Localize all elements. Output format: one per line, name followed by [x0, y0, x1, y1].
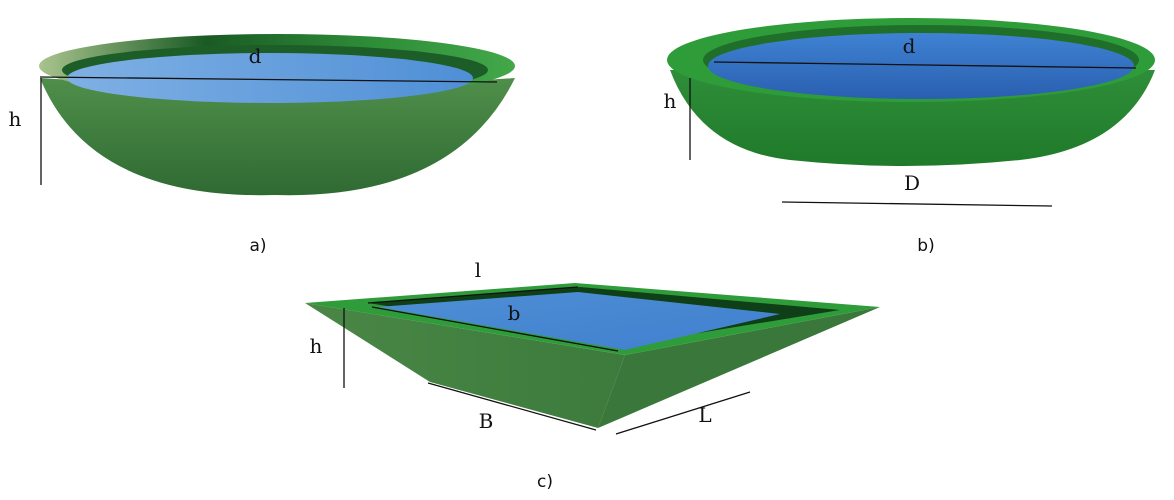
panel-c-top-width-line [371, 306, 619, 352]
panel-c-bottom-length-line [615, 391, 751, 435]
panel-c-top-length-label: l [475, 258, 481, 282]
panel-a-diameter-line [39, 76, 498, 83]
panel-c-right-face [598, 307, 880, 428]
panel-c-caption: c) [537, 472, 553, 492]
panel-a-height-label: h [9, 107, 22, 131]
panel-b-top-diameter-line [713, 61, 1137, 69]
panel-c-top-width-label: b [508, 301, 521, 325]
panel-c-water [378, 292, 780, 350]
panel-c-top-length-line [367, 286, 579, 304]
panel-c-bottom-length-label: L [698, 403, 711, 427]
panel-b-water [708, 33, 1134, 99]
panel-a-diameter-label: d [249, 44, 262, 68]
panel-b: d h D b) [664, 18, 1155, 256]
panel-c: l b h B L c) [305, 258, 880, 492]
panel-c-height-label: h [310, 334, 323, 358]
panel-b-bottom-diameter-line [781, 201, 1053, 207]
panel-b-bottom-diameter-label: D [904, 171, 920, 195]
panel-b-top-diameter-label: d [903, 34, 916, 58]
panel-a: d h a) [9, 34, 515, 256]
panel-b-height-label: h [664, 89, 677, 113]
panel-c-left-face [305, 303, 625, 428]
panel-b-caption: b) [917, 236, 934, 256]
panel-a-caption: a) [249, 236, 266, 256]
panel-a-bowl-body [40, 78, 515, 196]
panel-c-bottom-width-line [427, 382, 597, 431]
panel-a-water [67, 53, 473, 103]
panel-c-bottom-width-label: B [479, 409, 494, 433]
